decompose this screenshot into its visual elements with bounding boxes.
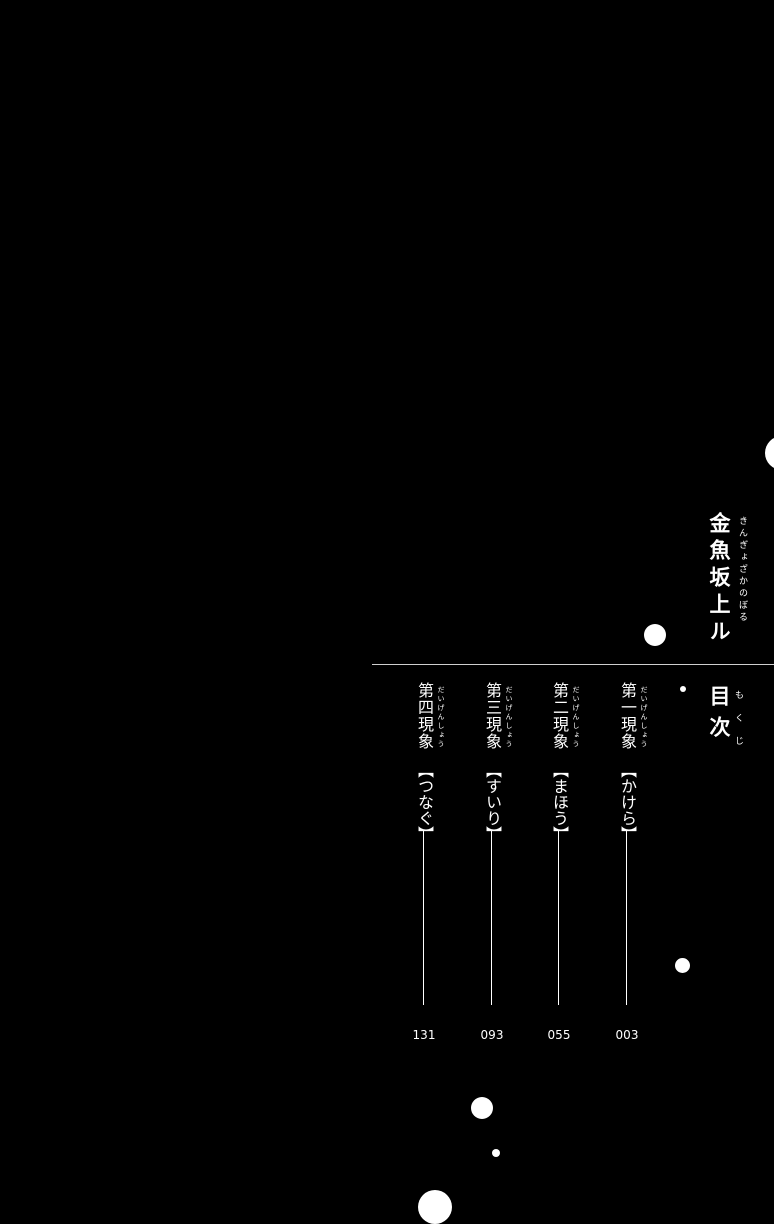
leader-line — [626, 830, 627, 1005]
bubble-decoration — [418, 1190, 452, 1224]
bubble-decoration — [765, 436, 774, 470]
bubble-decoration — [644, 624, 666, 646]
chapter-ruby: だいげんしょう — [505, 686, 513, 749]
toc-heading-ruby: もくじ — [733, 690, 743, 759]
bubble-decoration — [471, 1097, 493, 1119]
toc-entry-2[interactable]: だいげんしょう 第二現象 【まほう】 055 — [537, 682, 580, 1042]
chapter-ruby: だいげんしょう — [640, 686, 648, 749]
toc-heading: 目次 — [707, 685, 732, 747]
bubble-decoration — [675, 958, 690, 973]
book-title-ruby: きんぎょざかのぼる — [737, 516, 747, 624]
book-title: 金魚坂上ル — [707, 512, 732, 647]
leader-line — [558, 830, 559, 1005]
chapter-number: 第四現象 — [415, 682, 434, 750]
page-number: 003 — [615, 1028, 639, 1042]
bullet-dot — [680, 686, 686, 692]
toc-entry-4[interactable]: だいげんしょう 第四現象 【つなぐ】 131 — [402, 682, 445, 1042]
page-number: 055 — [547, 1028, 571, 1042]
chapter-subtitle: 【まほう】 — [550, 762, 569, 842]
chapter-ruby: だいげんしょう — [572, 686, 580, 749]
leader-line — [491, 830, 492, 1005]
bubble-decoration — [492, 1149, 500, 1157]
leader-line — [423, 830, 424, 1005]
divider — [372, 664, 774, 665]
chapter-number: 第二現象 — [550, 682, 569, 750]
chapter-subtitle: 【すいり】 — [483, 762, 502, 842]
chapter-number: 第三現象 — [483, 682, 502, 750]
toc-entry-1[interactable]: だいげんしょう 第一現象 【かけら】 003 — [605, 682, 648, 1042]
chapter-ruby: だいげんしょう — [437, 686, 445, 749]
chapter-number: 第一現象 — [618, 682, 637, 750]
chapter-subtitle: 【かけら】 — [618, 762, 637, 842]
chapter-subtitle: 【つなぐ】 — [415, 762, 434, 842]
toc-entry-3[interactable]: だいげんしょう 第三現象 【すいり】 093 — [470, 682, 513, 1042]
page-number: 093 — [480, 1028, 504, 1042]
page-number: 131 — [412, 1028, 436, 1042]
